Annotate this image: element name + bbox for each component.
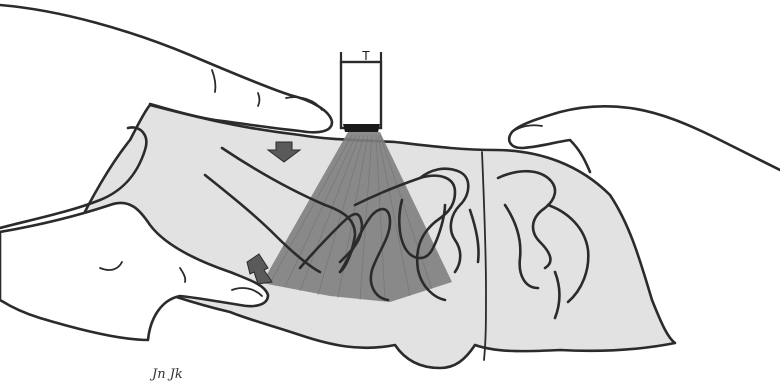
transducer-probe [341,52,381,132]
signature: Jn Jk [149,367,183,382]
transducer-label: T [362,48,370,63]
